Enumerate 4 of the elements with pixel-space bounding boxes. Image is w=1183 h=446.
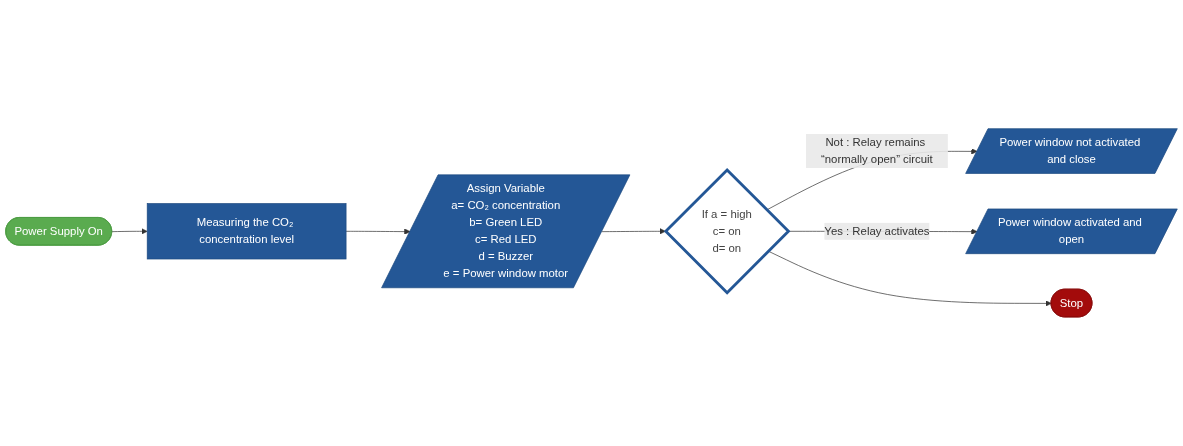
edge-label: Yes : Relay activates [824, 225, 930, 238]
node-diamond: If a = high c= on d= on [663, 168, 791, 295]
edge-label: Not : Relay remains “normally open” circuit [820, 136, 933, 166]
node-box: Measuring the CO₂ concentration level [146, 203, 347, 260]
